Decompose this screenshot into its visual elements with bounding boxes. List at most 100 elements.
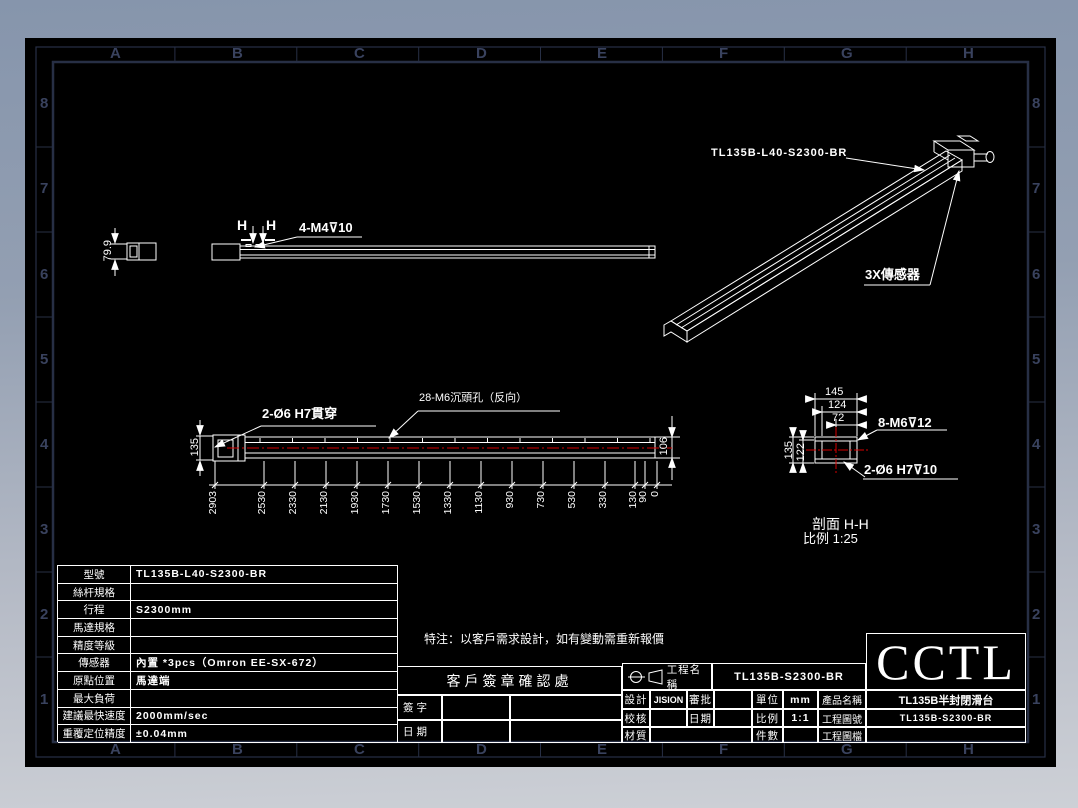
signature-date-label: 日期	[397, 720, 442, 743]
spec-value	[131, 689, 398, 708]
chain-dim: 90	[637, 491, 649, 503]
plan-dim-106: 106	[658, 437, 670, 456]
drawing-file-value	[866, 727, 1026, 743]
section-dim-122: 122	[795, 443, 807, 462]
signature-date-field	[442, 720, 510, 743]
zone-col-label: C	[354, 741, 365, 758]
zone-col-label: B	[232, 45, 243, 62]
chain-dim: 1530	[411, 491, 423, 515]
section-mark-h-right: H	[266, 217, 277, 233]
spec-label: 傳感器	[58, 654, 131, 673]
zone-col-label: D	[476, 741, 487, 758]
approver-label: 審批	[687, 690, 714, 709]
zone-row-label: 5	[40, 351, 49, 368]
spec-label: 原點位置	[58, 672, 131, 690]
material-label: 材質	[622, 727, 650, 743]
zone-col-label: E	[597, 741, 608, 758]
iso-part-label: TL135B-L40-S2300-BR	[711, 147, 848, 159]
zone-row-label: 7	[40, 180, 49, 197]
chain-dim: 2130	[318, 491, 330, 515]
designer-label: 設計	[622, 690, 650, 709]
zone-row-label: 3	[40, 521, 49, 538]
zone-col-label: C	[354, 45, 365, 62]
chain-dim: 1130	[473, 491, 485, 514]
iso-sensor-note: 3X傳感器	[865, 267, 920, 282]
zone-row-label: 7	[1032, 180, 1041, 197]
zone-col-label: E	[597, 45, 608, 62]
spec-value: S2300mm	[131, 601, 398, 620]
dim-79-9: 79.9	[102, 240, 114, 262]
signature-sign-field	[510, 695, 622, 720]
zone-col-label: A	[110, 45, 121, 62]
zone-row-label: 6	[1032, 266, 1041, 283]
spec-label: 型號	[58, 566, 131, 584]
zone-col-label: G	[841, 45, 853, 62]
section-dim-72: 72	[832, 412, 845, 424]
checker-value	[650, 709, 687, 727]
project-name-value: TL135B-S2300-BR	[712, 663, 866, 690]
section-dowel-note: 2-Ø6 H7⊽10	[864, 462, 938, 477]
section-thread-note: 8-M6⊽12	[878, 415, 932, 430]
spec-value: 2000mm/sec	[131, 707, 398, 726]
signature-date-field	[510, 720, 622, 743]
spec-value: TL135B-L40-S2300-BR	[131, 566, 398, 584]
zone-col-label: F	[719, 741, 729, 758]
qty-label: 件數	[752, 727, 783, 743]
drawing-no-label: 工程圖號	[818, 709, 866, 727]
signature-block-title: 客戶簽章確認處	[397, 666, 622, 695]
chain-dim: 1330	[442, 491, 454, 515]
project-name-label: 工程名稱	[666, 663, 702, 690]
spec-label: 精度等級	[58, 636, 131, 655]
plan-hole-note: 2-Ø6 H7貫穿	[262, 406, 338, 421]
plan-counterbore-note: 28-M6沉頭孔（反向）	[419, 392, 528, 404]
designer-value: JISION	[650, 690, 687, 709]
chain-dim: 330	[597, 491, 609, 509]
zone-col-label: A	[110, 741, 121, 758]
drawing-file-label: 工程圖檔	[818, 727, 866, 743]
zone-col-label: H	[963, 741, 974, 758]
section-title: 剖面 H-H	[812, 516, 869, 532]
spec-label: 重覆定位精度	[58, 725, 131, 743]
spec-label: 建議最快速度	[58, 707, 131, 726]
drawing-no-value: TL135B-S2300-BR	[866, 709, 1026, 727]
chain-dim: 0	[649, 491, 661, 497]
signature-sign-label: 簽字	[397, 695, 442, 720]
zone-col-label: B	[232, 741, 243, 758]
projection-project-cell: 工程名稱	[622, 663, 712, 690]
zone-row-label: 3	[1032, 521, 1041, 538]
section-scale: 比例 1:25	[803, 531, 858, 546]
zone-row-label: 8	[40, 95, 49, 112]
unit-value: mm	[783, 690, 818, 709]
plan-dim-135: 135	[189, 438, 201, 457]
signature-sign-field	[442, 695, 510, 720]
zone-col-label: D	[476, 45, 487, 62]
chain-dim: 730	[535, 491, 547, 509]
spec-label: 最大負荷	[58, 689, 131, 708]
unit-label: 單位	[752, 690, 783, 709]
spec-label: 絲杆規格	[58, 583, 131, 602]
spec-table: 型號 TL135B-L40-S2300-BR 絲杆規格 行程 S2300mm 馬…	[57, 565, 398, 743]
zone-row-label: 5	[1032, 351, 1041, 368]
company-logo: CCTL	[866, 633, 1026, 690]
checker-label: 校核	[622, 709, 650, 727]
section-dim-145: 145	[825, 386, 844, 398]
zone-col-label: G	[841, 741, 853, 758]
chain-dim: 1930	[349, 491, 361, 515]
material-value	[650, 727, 752, 743]
zone-row-label: 6	[40, 266, 49, 283]
zone-col-label: H	[963, 45, 974, 62]
section-mark-h-left: H	[237, 217, 248, 233]
spec-value: ±0.04mm	[131, 725, 398, 743]
date-label: 日期	[687, 709, 714, 727]
chain-dim: 530	[566, 491, 578, 509]
section-dim-135: 135	[783, 441, 795, 460]
custom-design-note: 特注：以客戶需求設計，如有變動需重新報價	[424, 632, 665, 646]
scale-label: 比例	[752, 709, 783, 727]
chain-dim: 2530	[256, 491, 268, 515]
thread-note-4m4: 4-M4⊽10	[299, 220, 353, 235]
zone-col-label: F	[719, 45, 729, 62]
zone-row-label: 2	[1032, 606, 1041, 623]
chain-dim: 930	[504, 491, 516, 509]
spec-value: 內置 *3pcs（Omron EE-SX-672）	[131, 654, 398, 673]
date-value	[714, 709, 752, 727]
